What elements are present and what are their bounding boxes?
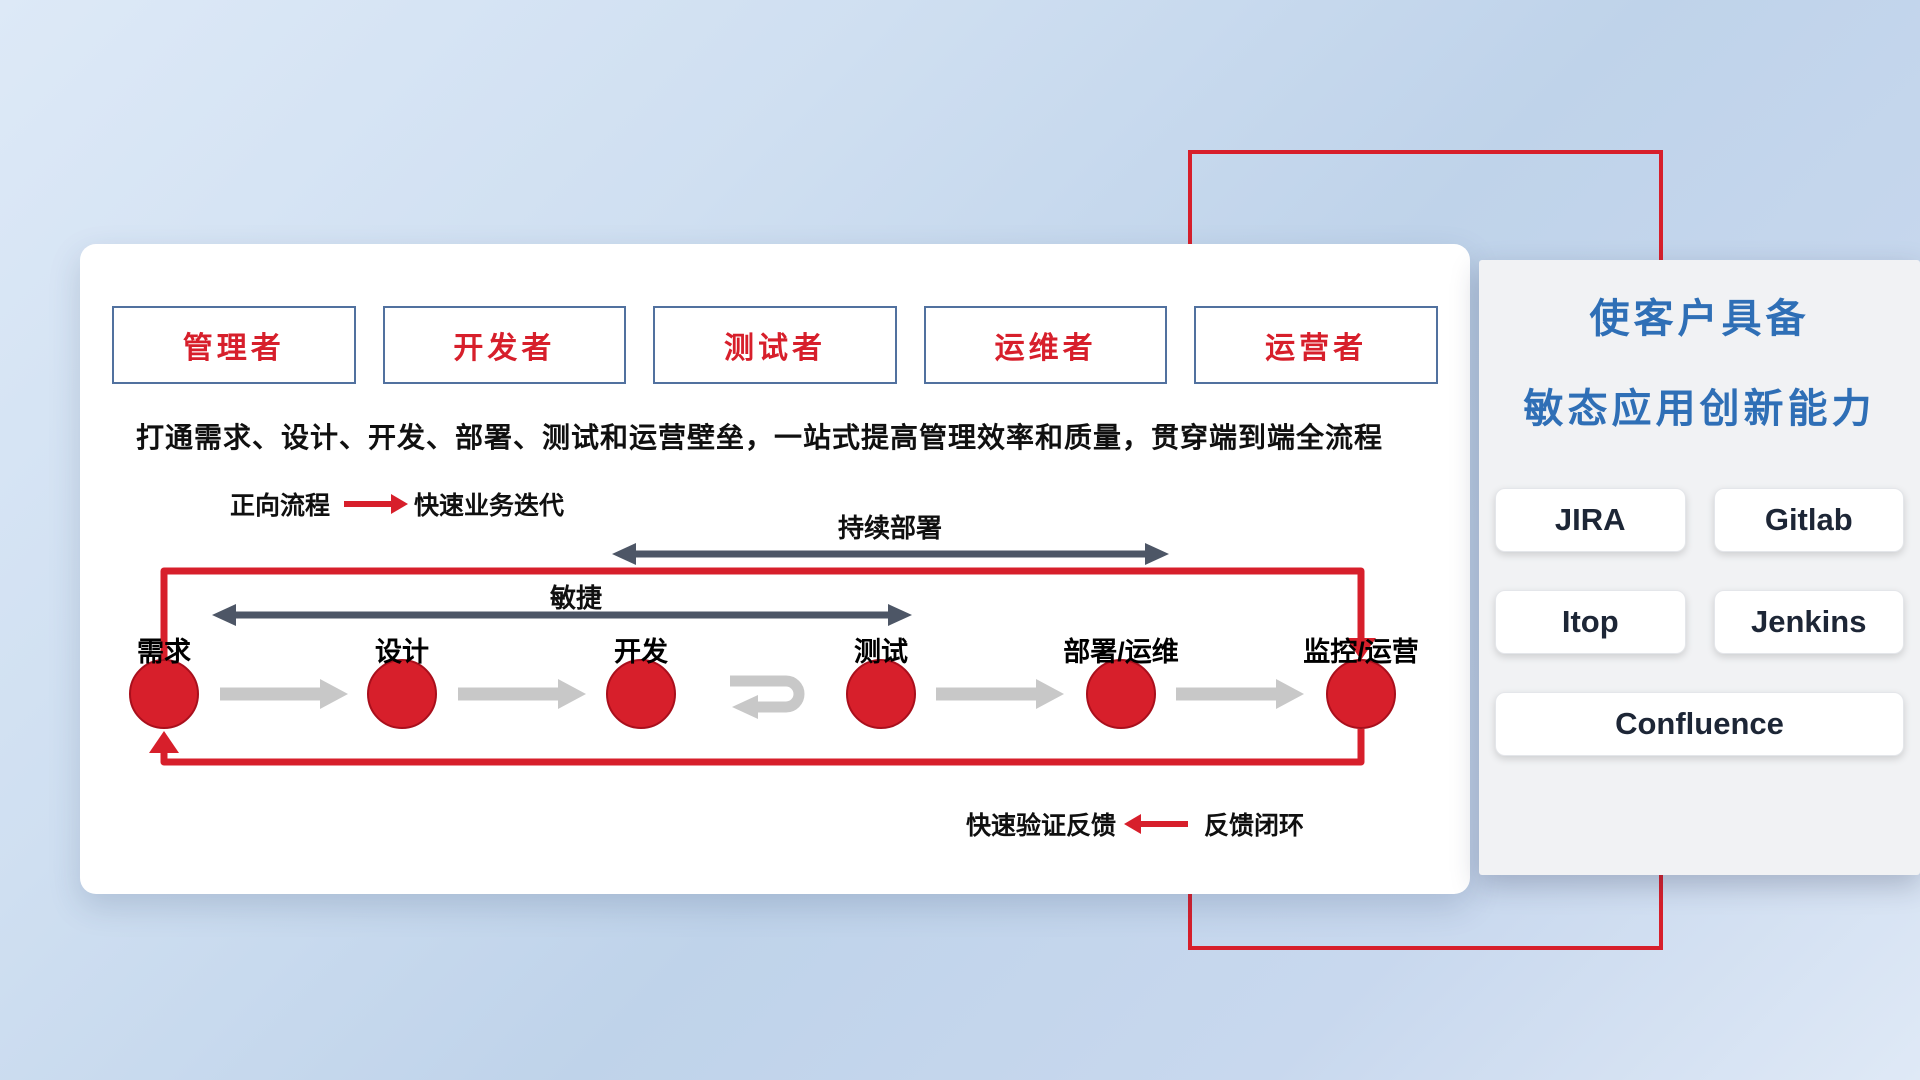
feedback-legend-value: 反馈闭环 <box>1204 812 1305 840</box>
role-box-developer: 开发者 <box>382 306 627 384</box>
agile-label: 敏捷 <box>549 583 602 613</box>
role-box-tester: 测试者 <box>653 306 897 384</box>
roles-row: 管理者 开发者 测试者 运维者 运营者 <box>112 306 1438 384</box>
step-arrow-2 <box>458 679 586 709</box>
feedback-flow-line <box>149 729 1365 766</box>
panel-description: 打通需求、设计、开发、部署、测试和运营壁垒，一站式提高管理效率和质量，贯穿端到端… <box>136 422 1384 453</box>
stage-circle-requirements <box>129 659 199 729</box>
tool-card-gitlab: Gitlab <box>1713 488 1904 552</box>
stage-label-monitor-ops: 监控/运营 <box>1303 637 1419 667</box>
stage-label-requirements: 需求 <box>137 637 191 667</box>
step-arrow-1 <box>220 679 348 709</box>
feedback-legend-label: 快速验证反馈 <box>966 812 1117 840</box>
continuous-deploy-arrow <box>612 543 1169 565</box>
capability-panel: 使客户具备 敏态应用创新能力 JIRA Gitlab Itop Jenkins … <box>1479 260 1920 875</box>
tool-card-itop: Itop <box>1495 590 1686 654</box>
role-box-manager: 管理者 <box>112 306 356 384</box>
role-box-operator: 运营者 <box>1194 306 1438 384</box>
role-box-ops: 运维者 <box>923 306 1168 384</box>
feedback-legend: 快速验证反馈 反馈闭环 <box>966 806 1304 842</box>
tool-card-confluence: Confluence <box>1495 692 1904 756</box>
tool-card-jenkins: Jenkins <box>1713 590 1904 654</box>
feedback-arrow-icon <box>1140 821 1189 827</box>
step-arrow-3 <box>936 679 1064 709</box>
capability-title-line1: 使客户具备 <box>1589 297 1810 341</box>
tools-grid: JIRA Gitlab Itop Jenkins Confluence <box>1495 488 1904 756</box>
capability-title-line2: 敏态应用创新能力 <box>1523 387 1876 431</box>
forward-flow-legend-value: 快速业务迭代 <box>414 492 565 520</box>
devops-flow-panel: 管理者 开发者 测试者 运维者 运营者 打通需求、设计、开发、部署、测试和运营壁… <box>80 244 1470 894</box>
stage-circle-design <box>367 659 437 729</box>
stage-label-test: 测试 <box>854 637 908 667</box>
stage-circle-develop <box>606 659 676 729</box>
step-arrow-4 <box>1176 679 1304 709</box>
forward-flow-legend: 正向流程 快速业务迭代 <box>230 486 564 522</box>
stage-label-design: 设计 <box>375 637 429 667</box>
continuous-deploy-label: 持续部署 <box>837 513 942 543</box>
forward-flow-legend-label: 正向流程 <box>230 492 331 520</box>
forward-arrow-icon <box>344 501 393 507</box>
stage-circle-monitor-ops <box>1326 659 1396 729</box>
stage-label-develop: 开发 <box>614 637 668 667</box>
stage-label-deploy-ops: 部署/运维 <box>1063 637 1179 667</box>
stage-circle-deploy-ops <box>1086 659 1156 729</box>
stage-circle-test <box>846 659 916 729</box>
tool-card-jira: JIRA <box>1495 488 1686 552</box>
iteration-loop-icon <box>730 675 805 719</box>
